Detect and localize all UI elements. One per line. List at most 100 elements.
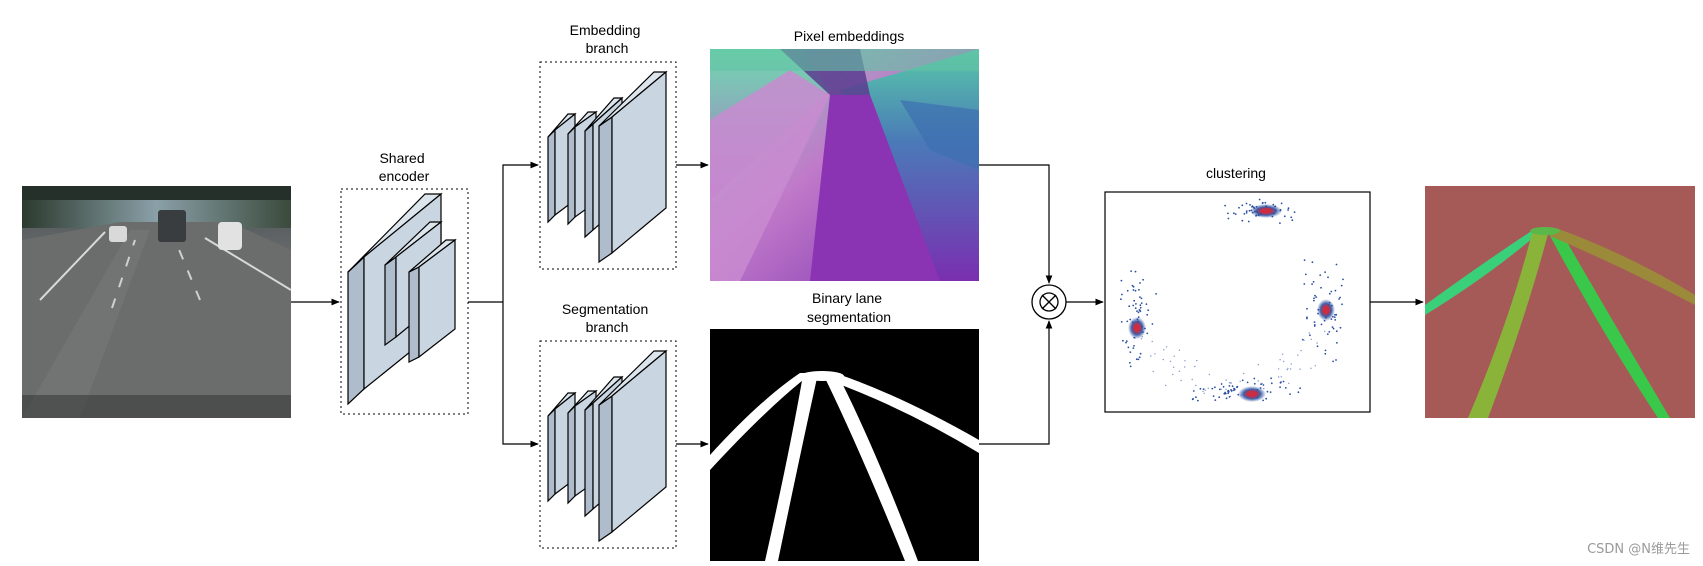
cluster-point xyxy=(1228,385,1231,387)
cluster-point xyxy=(1227,217,1230,220)
cluster-point xyxy=(1326,333,1329,335)
cluster-point xyxy=(1332,360,1334,363)
cluster-point xyxy=(1258,198,1261,201)
cluster-point xyxy=(1129,351,1132,353)
cluster-point xyxy=(1135,358,1138,361)
cluster-point xyxy=(1269,391,1272,393)
cluster-point xyxy=(1178,349,1181,351)
cluster-point xyxy=(1279,381,1282,384)
cluster-point xyxy=(1222,385,1225,388)
cluster-point xyxy=(1270,382,1273,385)
cluster-point xyxy=(1227,392,1229,395)
cluster-point xyxy=(1224,391,1226,394)
cluster-point xyxy=(1290,363,1292,365)
cluster-point xyxy=(1279,222,1281,225)
segmentation-layer-4 xyxy=(598,349,668,543)
cluster-point xyxy=(1211,387,1214,390)
shared-encoder-block xyxy=(340,188,469,415)
cluster-point xyxy=(1287,367,1289,370)
cluster-point xyxy=(1137,311,1140,314)
cluster-point xyxy=(1133,299,1136,302)
cluster-point xyxy=(1313,325,1316,327)
cluster-point xyxy=(1195,396,1197,399)
cluster-point xyxy=(1138,309,1141,311)
cluster-point xyxy=(1225,397,1228,400)
cluster-point xyxy=(1306,317,1308,320)
cluster-point xyxy=(1334,313,1336,316)
cluster-point xyxy=(1257,380,1259,382)
cluster-point xyxy=(1334,289,1337,292)
connectors xyxy=(291,161,1424,448)
cluster-point xyxy=(1214,386,1216,389)
cluster-point xyxy=(1333,316,1336,318)
cluster-point xyxy=(1199,387,1202,390)
cluster-point xyxy=(1263,387,1265,390)
cluster-point xyxy=(1229,395,1232,397)
cluster-center-left xyxy=(1128,317,1146,339)
segmentation-branch-label: Segmentation branch xyxy=(562,301,652,335)
cluster-point xyxy=(1214,399,1217,401)
clustering-label: clustering xyxy=(1206,165,1266,181)
cluster-point xyxy=(1264,201,1267,204)
cluster-point xyxy=(1227,390,1229,393)
cluster-point xyxy=(1173,355,1175,357)
cluster-point xyxy=(1245,210,1248,213)
cluster-point xyxy=(1150,355,1152,357)
cluster-point xyxy=(1335,313,1338,316)
cluster-point xyxy=(1328,292,1331,295)
cluster-point xyxy=(1128,305,1131,308)
cluster-point xyxy=(1289,368,1292,370)
cluster-point xyxy=(1191,398,1194,401)
cluster-point xyxy=(1299,387,1301,390)
cluster-point xyxy=(1231,385,1234,388)
cluster-point xyxy=(1245,212,1248,214)
cluster-point xyxy=(1279,386,1281,388)
cluster-point xyxy=(1303,339,1305,341)
cluster-point xyxy=(1262,399,1264,402)
cluster-point xyxy=(1265,397,1268,400)
cluster-point xyxy=(1125,341,1127,344)
input-road-image xyxy=(22,186,291,418)
cluster-point xyxy=(1238,206,1240,209)
cluster-point xyxy=(1241,219,1244,222)
cluster-center-right xyxy=(1317,299,1335,321)
arrow-segmentation-to-combine xyxy=(979,320,1053,445)
cluster-point xyxy=(1308,332,1311,334)
cluster-point xyxy=(1208,373,1211,376)
cluster-point xyxy=(1139,282,1141,284)
cluster-point xyxy=(1180,379,1182,382)
cluster-point xyxy=(1169,360,1172,363)
cluster-point xyxy=(1140,302,1143,304)
embedding-branch-label: Embedding branch xyxy=(570,22,645,56)
cluster-point xyxy=(1283,215,1286,218)
cluster-point xyxy=(1313,299,1315,302)
cluster-point xyxy=(1253,377,1256,380)
cluster-point xyxy=(1283,360,1285,363)
arrow-to-segmentation-branch xyxy=(502,302,539,448)
cluster-point xyxy=(1324,330,1326,332)
cluster-point xyxy=(1133,345,1135,347)
cluster-point xyxy=(1316,342,1318,344)
cluster-center-bottom xyxy=(1238,386,1266,402)
cluster-point xyxy=(1310,367,1312,369)
cluster-point xyxy=(1151,323,1154,325)
cluster-point xyxy=(1172,366,1175,368)
cluster-point xyxy=(1220,388,1222,390)
cluster-point xyxy=(1303,259,1306,261)
cluster-point xyxy=(1230,390,1233,393)
encoder-layer-3 xyxy=(408,238,457,363)
cluster-point xyxy=(1313,321,1316,323)
cluster-point xyxy=(1261,202,1264,205)
cluster-point xyxy=(1278,376,1280,378)
cluster-point xyxy=(1225,379,1227,381)
cluster-point xyxy=(1202,390,1204,393)
cluster-point xyxy=(1127,346,1130,349)
cluster-point xyxy=(1313,297,1315,300)
cluster-point xyxy=(1138,356,1141,359)
cluster-point xyxy=(1234,213,1237,216)
binary-lane-segmentation-image xyxy=(710,329,979,561)
cluster-point xyxy=(1261,382,1263,385)
cluster-point xyxy=(1227,212,1229,215)
cluster-point xyxy=(1300,349,1302,352)
cluster-point xyxy=(1191,378,1193,381)
